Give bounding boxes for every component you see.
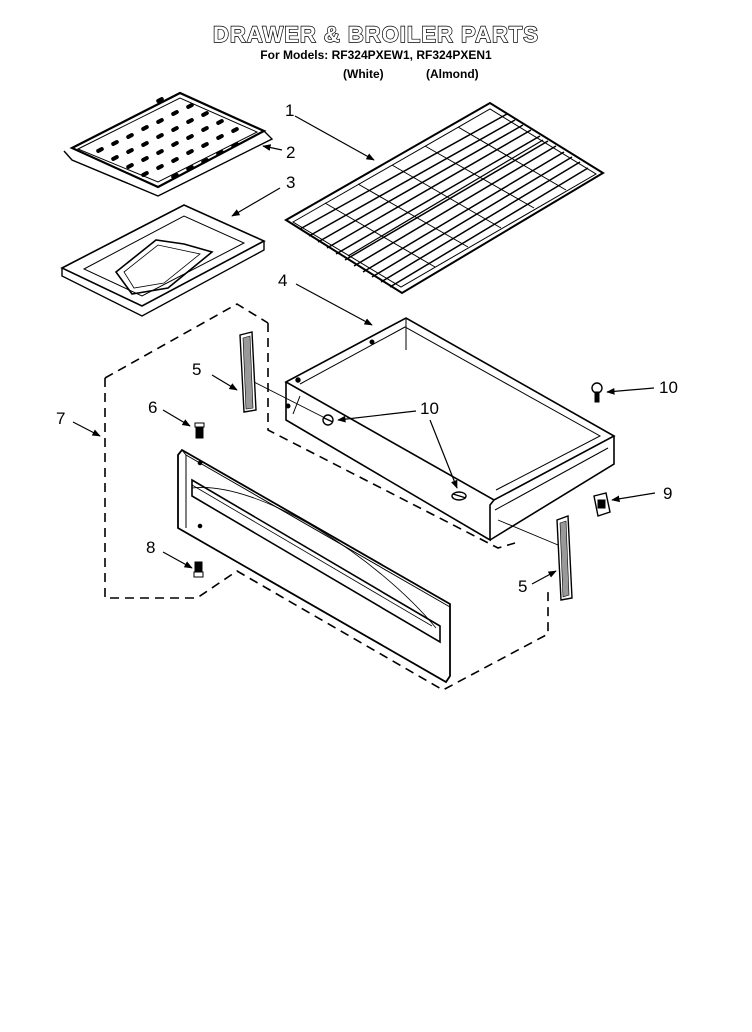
callout-labels: 1 2 3 4 5 6 7 10 10 9 8 5: [56, 101, 678, 596]
callout-2: 2: [286, 143, 295, 162]
callout-1: 1: [285, 101, 294, 120]
callout-10-right: 10: [659, 378, 678, 397]
callout-8: 8: [146, 538, 155, 557]
broiler-grid: [63, 91, 274, 197]
drawer-front-panel: [177, 448, 451, 684]
assembly-outline: [104, 303, 549, 691]
color-white-label: (White): [343, 67, 384, 81]
leader-lines: [72, 115, 656, 585]
models-line: For Models: RF324PXEW1, RF324PXEN1: [260, 48, 492, 62]
screw-6: [194, 422, 205, 439]
screw-8: [193, 561, 204, 578]
oven-rack: [284, 101, 605, 295]
screw-10-left: [322, 414, 334, 426]
callout-3: 3: [286, 173, 295, 192]
callout-4: 4: [278, 271, 287, 290]
screw-10-right: [591, 382, 603, 403]
diagram-title: DRAWER & BROILER PARTS: [212, 21, 539, 47]
callout-5-right: 5: [518, 577, 527, 596]
screw-10-center: [451, 491, 467, 501]
drawer-body: [284, 317, 616, 542]
callout-7: 7: [56, 409, 65, 428]
broiler-pan: [60, 204, 266, 317]
color-almond-label: (Almond): [426, 67, 479, 81]
drawer-slide-left: [239, 331, 257, 413]
callout-10-center: 10: [420, 399, 439, 418]
callout-6: 6: [148, 398, 157, 417]
drawer-slide-right: [556, 515, 573, 601]
callout-5-left: 5: [192, 360, 201, 379]
callout-9: 9: [663, 484, 672, 503]
drawer-bracket: [593, 492, 611, 517]
